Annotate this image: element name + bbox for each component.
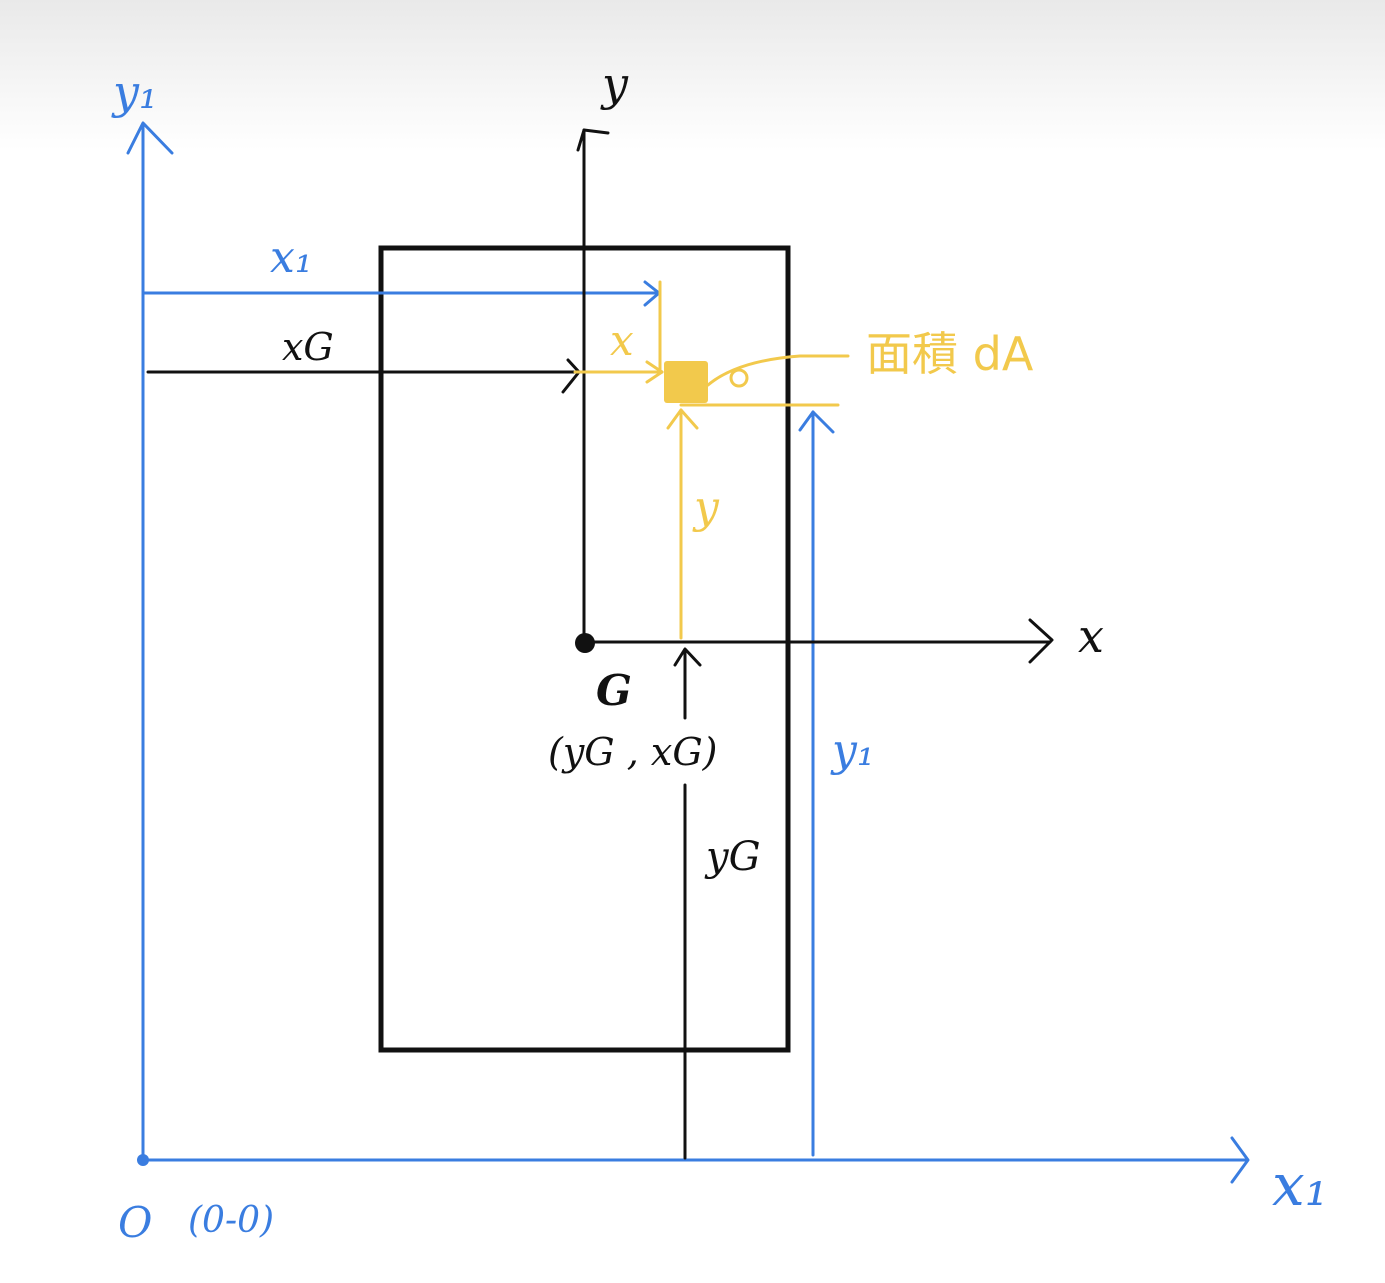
local-y-axis-label: y [600,57,629,111]
local-y-axis-arrowhead [576,128,610,152]
dist-xG-arrowhead [561,358,581,394]
local-x-axis-arrowhead [1028,618,1054,664]
area-label: 面積 dA [866,327,1034,381]
elem-x-arrowhead [645,360,664,384]
dist-yG-arrowhead [673,647,702,667]
dist-y1-arrowhead [798,410,835,434]
elem-y-label: y [692,482,720,533]
dist-x1-label: x₁ [270,232,312,283]
origin-label: O [118,1198,152,1247]
centroid-label: G [596,666,632,715]
global-x-axis-label: x₁ [1272,1151,1328,1219]
centroid-coords-label: (yG , xG) [548,730,718,774]
elem-x-label: x [610,316,634,365]
area-element-dA [664,361,708,403]
global-x-axis-arrowhead [1230,1136,1250,1184]
dist-yG-label: yG [704,834,761,880]
origin-point [137,1154,149,1166]
global-y-axis-arrowhead [126,121,174,155]
dist-y1-label: y₁ [830,725,875,776]
elem-y-arrowhead [666,408,699,430]
origin-coords-label: (0-0) [188,1200,274,1241]
global-y-axis-label: y₁ [111,65,157,119]
centroid-point [575,633,595,653]
area-leader-circle [729,368,749,388]
local-x-axis-label: x [1078,609,1104,663]
dist-xG-label: xG [282,325,334,369]
area-leader-line [706,354,850,387]
